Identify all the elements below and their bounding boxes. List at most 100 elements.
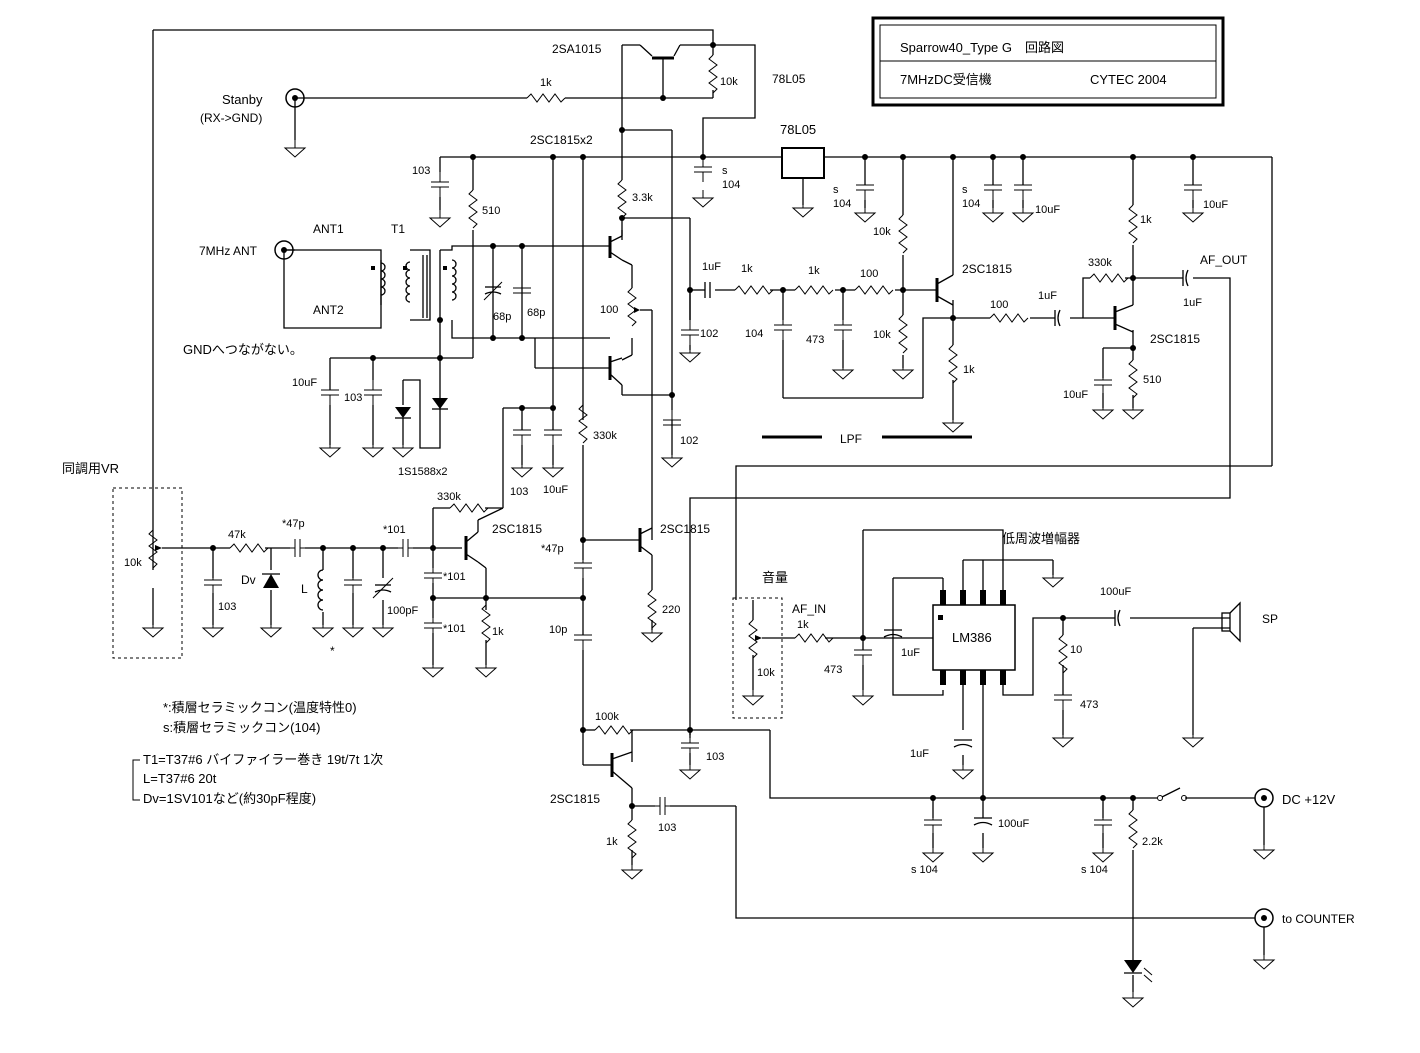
r-100k: 100k <box>595 711 619 723</box>
r-1k-osc: 1k <box>492 626 504 638</box>
r-vol-10k: 10k <box>757 667 775 679</box>
c-1uf-b: 1uF <box>1038 290 1057 302</box>
c-103-vr: 103 <box>218 601 236 613</box>
r-vr-10k: 10k <box>124 557 142 569</box>
note-5: Dv=1SV101など(約30pF程度) <box>143 791 316 806</box>
components <box>112 44 1274 983</box>
r-lpf-1k-a: 1k <box>741 263 753 275</box>
s-mark-2: s <box>833 184 839 196</box>
c-10uf-af: 10uF <box>1063 389 1088 401</box>
c-100uf-out: 100uF <box>1100 586 1131 598</box>
diodes-label: 1S1588x2 <box>398 466 448 478</box>
r-lpf-10k-b: 10k <box>873 329 891 341</box>
c-1uf-out: 1uF <box>1183 297 1202 309</box>
title-text: Sparrow40_Type G 回路図 7MHzDC受信機 CYTEC 200… <box>900 40 1167 87</box>
r-10: 10 <box>1070 644 1082 656</box>
c-101-b: *101 <box>443 571 466 583</box>
r-3-3k: 3.3k <box>632 192 653 204</box>
r-510-af: 510 <box>1143 374 1161 386</box>
r-1k-counter: 1k <box>606 836 618 848</box>
mixer-pair-label: 2SC1815x2 <box>530 133 593 147</box>
c-10p: 10p <box>549 624 567 636</box>
c-104-1: 104 <box>722 179 740 191</box>
pnp-label: 2SA1015 <box>552 42 602 56</box>
labels: Stanby (RX->GND) 2SA1015 78L05 78L05 2SC… <box>62 42 1355 926</box>
sp-label: SP <box>1262 612 1278 626</box>
r-100-pot: 100 <box>600 304 618 316</box>
t1-label: T1 <box>391 222 405 236</box>
c-100pf: 100pF <box>387 605 418 617</box>
reg-label: 78L05 <box>780 122 816 137</box>
c-104-2: 104 <box>833 198 851 210</box>
ant1-label: ANT1 <box>313 222 344 236</box>
r-af-1k: 1k <box>1140 214 1152 226</box>
c-68p-b: 68p <box>527 307 545 319</box>
c-s104-a: s 104 <box>911 864 938 876</box>
r-2-2k: 2.2k <box>1142 836 1163 848</box>
schematic-author: CYTEC 2004 <box>1090 72 1167 87</box>
c-103-left: 103 <box>344 392 362 404</box>
c-473-lpf: 473 <box>806 334 824 346</box>
c-68p-a: 68p <box>493 311 511 323</box>
part-values: 1k 10k 103 510 3.3k s 104 s 104 s 104 10… <box>124 76 1228 876</box>
r-pnp-10k: 10k <box>720 76 738 88</box>
ant2-label: ANT2 <box>313 303 344 317</box>
r-1k-vol: 1k <box>797 619 809 631</box>
standby-label: Stanby <box>222 92 263 107</box>
title-box <box>871 16 1225 107</box>
gnd-note: GNDへつながない。 <box>183 342 303 357</box>
c-10uf-mix: 10uF <box>543 484 568 496</box>
c-100uf-supply: 100uF <box>998 818 1029 830</box>
c-10uf-left: 10uF <box>292 377 317 389</box>
c-104-lpf: 104 <box>745 328 763 340</box>
r-510: 510 <box>482 205 500 217</box>
c-104-3: 104 <box>962 198 980 210</box>
c-103-mix: 103 <box>510 486 528 498</box>
r-330k-osc: 330k <box>437 491 461 503</box>
tr-af: 2SC1815 <box>1150 332 1200 346</box>
c-102-lpf: 102 <box>700 328 718 340</box>
ant-label: 7MHz ANT <box>199 244 258 258</box>
volume-label: 音量 <box>762 570 788 585</box>
r-220: 220 <box>662 604 680 616</box>
r-47k: 47k <box>228 529 246 541</box>
af-in-label: AF_IN <box>792 602 826 616</box>
tune-vr-label: 同調用VR <box>62 461 119 476</box>
counter-label: to COUNTER <box>1282 912 1355 926</box>
c-473-vol: 473 <box>824 664 842 676</box>
note-3: T1=T37#6 バイファイラー巻き 19t/7t 1次 <box>143 752 383 767</box>
junctions <box>210 42 1196 809</box>
c-47p-a: *47p <box>282 518 305 530</box>
note-1: *:積層セラミックコン(温度特性0) <box>163 700 357 715</box>
c-47p-b: *47p <box>541 543 564 555</box>
dc-label: DC +12V <box>1282 792 1335 807</box>
r-1k-emitter: 1k <box>963 364 975 376</box>
schematic-subtitle: 7MHzDC受信機 <box>900 72 992 87</box>
standby-note: (RX->GND) <box>200 111 262 125</box>
r-100-b: 100 <box>990 299 1008 311</box>
tr-osc: 2SC1815 <box>492 522 542 536</box>
r-330k-vert: 330k <box>593 430 617 442</box>
c-101-c: *101 <box>443 623 466 635</box>
c-10uf-1: 10uF <box>1035 204 1060 216</box>
reg-top-label: 78L05 <box>772 72 806 86</box>
r-lpf-100: 100 <box>860 268 878 280</box>
lpf-label: LPF <box>840 432 862 446</box>
c-101-a: *101 <box>383 524 406 536</box>
lm386-label: LM386 <box>952 630 992 645</box>
wiring <box>152 29 1273 992</box>
c-103-counter: 103 <box>658 822 676 834</box>
schematic-title: Sparrow40_Type G 回路図 <box>900 40 1064 55</box>
tr-lpf: 2SC1815 <box>962 262 1012 276</box>
note-4: L=T37#6 20t <box>143 771 217 786</box>
r-lpf-10k-a: 10k <box>873 226 891 238</box>
af-out-label: AF_OUT <box>1200 253 1248 267</box>
notes: *:積層セラミックコン(温度特性0) s:積層セラミックコン(104) T1=T… <box>143 700 383 806</box>
c-103-bottom: 103 <box>706 751 724 763</box>
r-330k-af: 330k <box>1088 257 1112 269</box>
note-2: s:積層セラミックコン(104) <box>163 720 320 735</box>
c-10uf-2: 10uF <box>1203 199 1228 211</box>
r-standby-1k: 1k <box>540 77 552 89</box>
c-102-mixer: 102 <box>680 435 698 447</box>
